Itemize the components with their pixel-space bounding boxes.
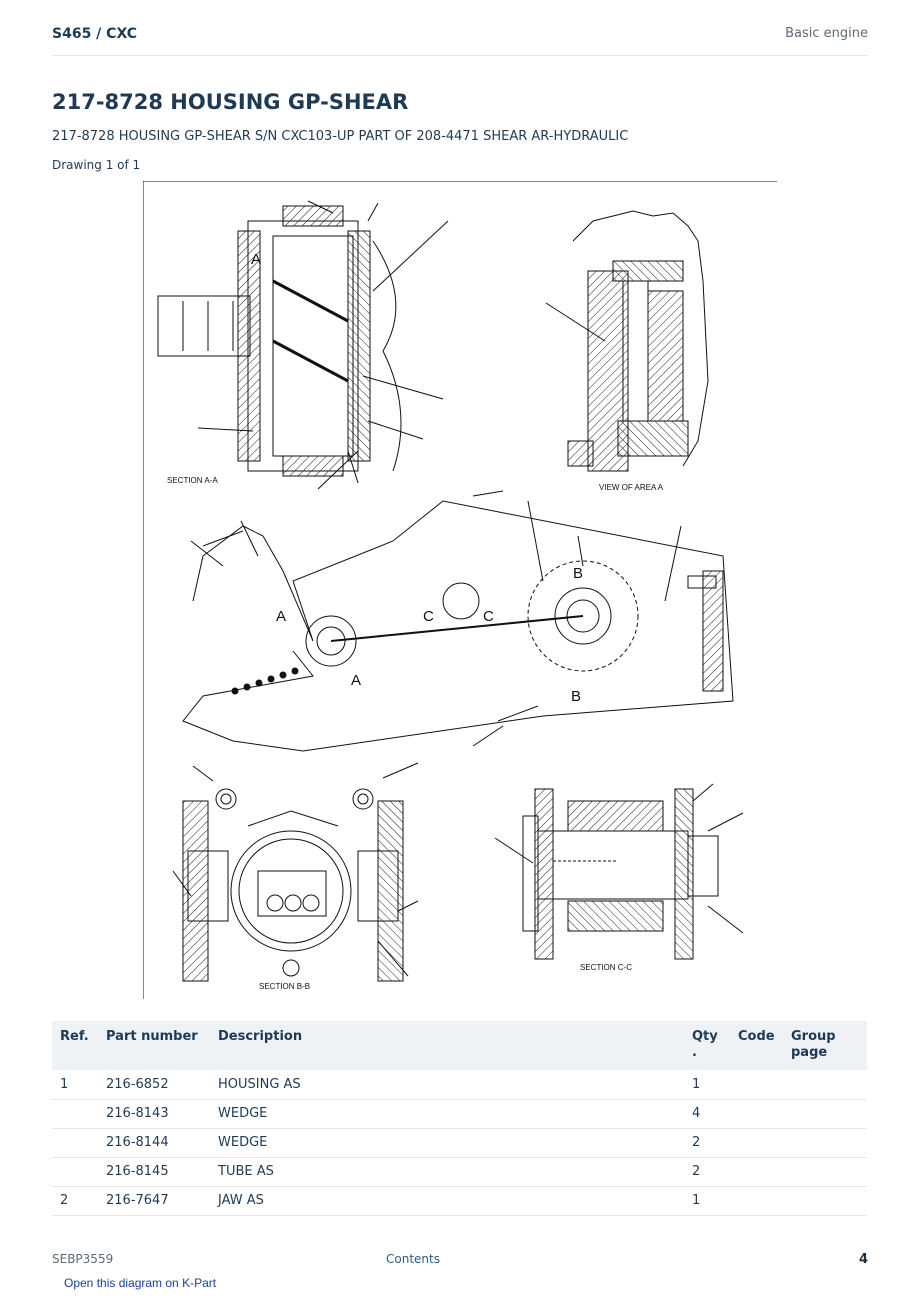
drawing-label: Drawing 1 of 1	[52, 158, 141, 172]
model-label: S465 / CXC	[52, 26, 138, 42]
row-group-page	[783, 1099, 867, 1129]
section-bb-label: SECTION B-B	[259, 982, 310, 991]
row-description: TUBE AS	[210, 1157, 684, 1187]
contents-link[interactable]: Contents	[386, 1252, 440, 1266]
main-shear-assembly	[182, 490, 734, 752]
row-qty: 4	[684, 1099, 730, 1129]
col-code: Code	[730, 1021, 783, 1070]
view-area-a-label: VIEW OF AREA A	[599, 483, 664, 492]
table-row: 1 216-6852 HOUSING AS 1	[52, 1070, 867, 1100]
section-aa-label: SECTION A-A	[167, 476, 218, 485]
page-subtitle: 217-8728 HOUSING GP-SHEAR S/N CXC103-UP …	[52, 129, 629, 144]
parts-table: Ref. Part number Description Qty . Code …	[52, 1021, 867, 1216]
row-part-number: 216-8143	[98, 1099, 210, 1129]
marker-b-top: B	[573, 565, 583, 582]
row-part-number: 216-8145	[98, 1157, 210, 1187]
marker-c-right: C	[483, 608, 494, 625]
row-code	[730, 1070, 783, 1100]
row-group-page	[783, 1070, 867, 1100]
row-code	[730, 1128, 783, 1158]
row-description: WEDGE	[210, 1128, 684, 1158]
doc-id: SEBP3559	[52, 1252, 114, 1266]
row-qty: 1	[684, 1186, 730, 1216]
table-row: 216-8144 WEDGE 2	[52, 1128, 867, 1158]
row-ref: 2	[52, 1186, 98, 1216]
row-qty: 1	[684, 1070, 730, 1100]
row-code	[730, 1157, 783, 1187]
row-description: HOUSING AS	[210, 1070, 684, 1100]
table-row: 2 216-7647 JAW AS 1	[52, 1186, 867, 1216]
row-description: JAW AS	[210, 1186, 684, 1216]
row-part-number: 216-7647	[98, 1186, 210, 1216]
row-group-page	[783, 1128, 867, 1158]
parts-diagram-svg: A SECTION A-A VIEW OF AREA A	[143, 181, 777, 999]
page-header: S465 / CXC Basic engine	[52, 26, 868, 56]
section-cc-label: SECTION C-C	[580, 963, 632, 972]
row-group-page	[783, 1186, 867, 1216]
row-qty: 2	[684, 1157, 730, 1187]
table-row: 216-8145 TUBE AS 2	[52, 1157, 867, 1187]
col-qty: Qty .	[684, 1021, 730, 1070]
kpart-link[interactable]: Open this diagram on K-Part	[64, 1276, 217, 1290]
section-label: Basic engine	[785, 26, 868, 41]
parts-diagram[interactable]: A SECTION A-A VIEW OF AREA A	[143, 181, 777, 999]
marker-c-left: C	[423, 608, 434, 625]
page-title: 217-8728 HOUSING GP-SHEAR	[52, 90, 409, 114]
col-part-number: Part number	[98, 1021, 210, 1070]
row-ref	[52, 1128, 98, 1158]
view-area-a	[545, 210, 709, 472]
page-number: 4	[858, 1252, 868, 1267]
section-bb-view	[172, 762, 419, 982]
row-description: WEDGE	[210, 1099, 684, 1129]
col-ref: Ref.	[52, 1021, 98, 1070]
row-part-number: 216-6852	[98, 1070, 210, 1100]
section-aa-view	[157, 200, 449, 490]
row-qty: 2	[684, 1128, 730, 1158]
col-description: Description	[210, 1021, 684, 1070]
marker-a-top: A	[251, 251, 261, 268]
table-row: 216-8143 WEDGE 4	[52, 1099, 867, 1129]
row-code	[730, 1186, 783, 1216]
marker-a-left: A	[276, 608, 286, 625]
parts-table-header: Ref. Part number Description Qty . Code …	[52, 1021, 867, 1070]
row-ref	[52, 1157, 98, 1187]
col-group-page: Group page	[783, 1021, 867, 1070]
row-code	[730, 1099, 783, 1129]
marker-a-bottom: A	[351, 672, 361, 689]
row-part-number: 216-8144	[98, 1128, 210, 1158]
row-ref: 1	[52, 1070, 98, 1100]
row-ref	[52, 1099, 98, 1129]
section-cc-view	[494, 783, 744, 960]
marker-b-bottom: B	[571, 688, 581, 705]
row-group-page	[783, 1157, 867, 1187]
